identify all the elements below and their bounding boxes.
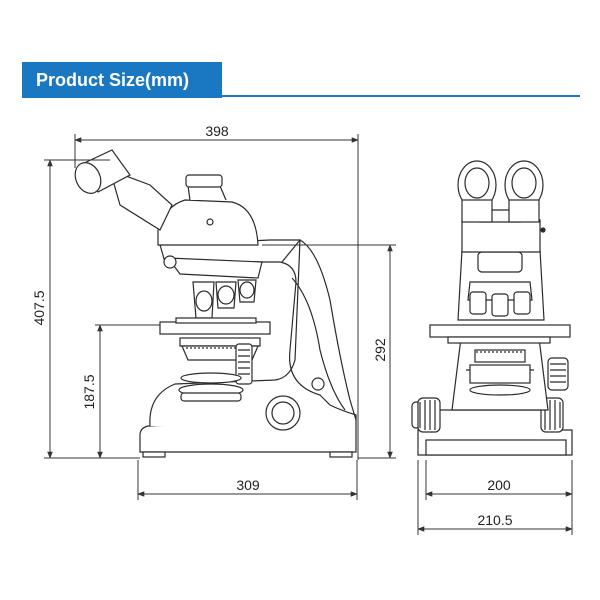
dim-label-187-5: 187.5 [81,374,97,409]
front-view-microscope [411,160,573,456]
header-title: Product Size(mm) [36,70,190,90]
side-view-microscope [74,149,357,458]
dimension-lines [44,134,573,535]
dim-label-210-5: 210.5 [477,512,512,528]
dim-label-200: 200 [487,477,511,493]
dim-label-309: 309 [236,477,260,493]
dim-label-407-5: 407.5 [31,290,47,325]
dim-label-398: 398 [205,123,229,139]
header-banner [22,62,222,98]
header-underline [22,95,580,97]
dim-label-292: 292 [372,338,388,362]
